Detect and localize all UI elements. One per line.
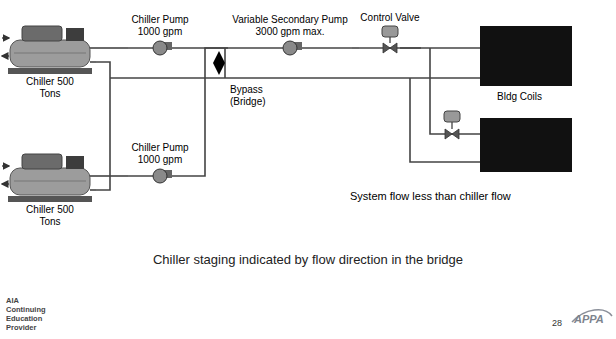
node-label: Chiller Pump 1000 gpm	[128, 142, 192, 166]
control-valve-symbol	[444, 111, 460, 139]
pipe-connector	[96, 175, 128, 177]
pump-casing	[153, 169, 167, 183]
logo-text: APPA	[574, 313, 612, 326]
chiller-port	[90, 61, 96, 63]
pipe-connector	[96, 47, 128, 49]
chiller-port	[90, 47, 96, 49]
pump-drawing	[128, 38, 192, 58]
coil-label: Bldg Coils	[497, 91, 567, 103]
bridge-flow-arrow	[218, 53, 220, 73]
bypass-pipe	[224, 48, 226, 78]
building-coil	[480, 118, 572, 172]
chiller-port	[90, 175, 96, 177]
valve-body	[445, 129, 459, 139]
chiller-unit: Chiller 500 Tons	[4, 150, 96, 228]
slide-caption: Chiller staging indicated by flow direct…	[0, 252, 616, 267]
node-label: Chiller 500 Tons	[23, 204, 77, 228]
condenser-outlet	[2, 55, 9, 56]
chiller-compressor	[22, 26, 62, 41]
pump-casing	[283, 41, 297, 55]
chiller-port	[90, 189, 96, 191]
chiller-base	[8, 68, 92, 74]
node-label: Chiller 500 Tons	[23, 76, 77, 100]
return-main-pipe	[110, 77, 480, 79]
condenser-outlet	[2, 183, 9, 184]
provider-logo-text: AIA Continuing Education Provider	[6, 296, 52, 332]
pump-drawing	[128, 166, 192, 186]
pipe-connector	[352, 47, 359, 49]
bypass-label: Bypass (Bridge)	[230, 84, 276, 108]
chiller-shell	[10, 40, 90, 67]
valve-stem	[389, 37, 390, 43]
flow-note: System flow less than chiller flow	[350, 190, 600, 203]
node-label: Chiller Pump 1000 gpm	[128, 14, 192, 38]
pump-drawing	[228, 38, 352, 58]
chiller-drawing	[4, 150, 96, 204]
pump-symbol: Variable Secondary Pump 3000 gpm max.	[228, 14, 352, 58]
chiller-shell-seam	[14, 181, 86, 182]
node-label: Control Valve	[359, 12, 421, 24]
building-coil	[480, 26, 572, 86]
slide-number: 28	[552, 318, 570, 329]
node-label: Variable Secondary Pump 3000 gpm max.	[228, 14, 352, 38]
branch-return-pipe	[410, 78, 480, 162]
valve-body	[383, 43, 397, 53]
pump-symbol: Chiller Pump 1000 gpm	[128, 14, 192, 58]
valve-actuator	[382, 26, 398, 37]
pump-symbol: Chiller Pump 1000 gpm	[128, 142, 192, 186]
pipe-connector	[192, 48, 228, 176]
pump-casing	[153, 41, 167, 55]
chiller-shell-seam	[14, 53, 86, 54]
valve-drawing	[359, 24, 421, 54]
branch-supply-pipe	[430, 48, 480, 134]
chiller-shell	[10, 168, 90, 195]
valve-actuator	[444, 111, 460, 122]
chiller-unit: Chiller 500 Tons	[4, 22, 96, 100]
condenser-inlet	[2, 37, 9, 38]
chiller-return-pipe	[96, 62, 110, 78]
valve-stem	[451, 122, 452, 129]
control-valve: Control Valve	[359, 12, 421, 54]
chiller-panel	[66, 156, 84, 169]
chiller-drawing	[4, 22, 96, 76]
condenser-inlet	[2, 165, 9, 166]
chiller-base	[8, 196, 92, 202]
chiller-compressor	[22, 154, 62, 169]
chiller-return-pipe	[96, 78, 110, 190]
chiller-panel	[66, 28, 84, 41]
